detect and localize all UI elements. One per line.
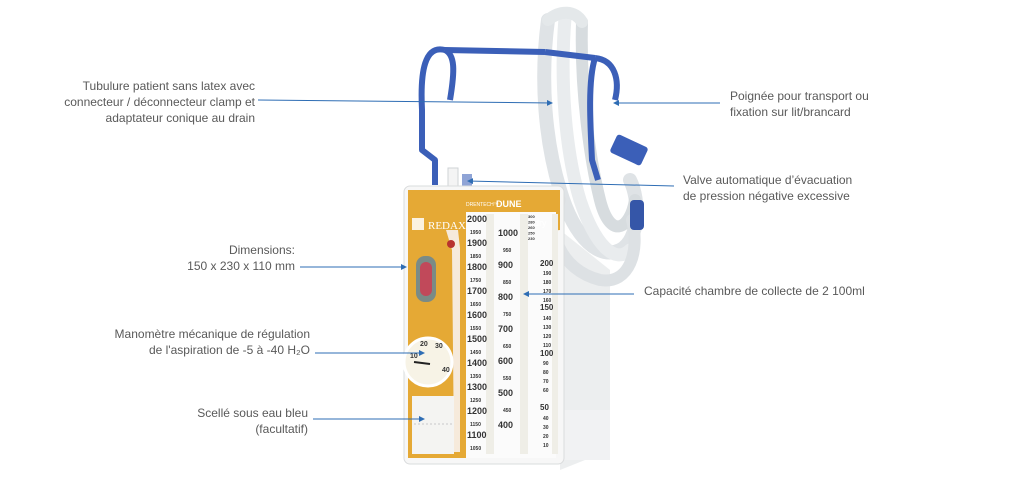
scale-label-right-minor: 60 xyxy=(543,388,549,394)
dial-label: 20 xyxy=(420,341,428,348)
scale-label-right-minor: 160 xyxy=(543,298,552,304)
dry-label: dry xyxy=(534,218,547,228)
scale-label-left-major: 1700 xyxy=(467,286,487,296)
dial-label: 10 xyxy=(410,353,418,360)
scale-window xyxy=(466,212,556,458)
water-seal-window xyxy=(412,396,454,454)
scale-label-left-minor: 1850 xyxy=(470,254,481,260)
scale-label-right-top: 300 xyxy=(528,214,535,219)
callout-line-tubing xyxy=(257,99,553,106)
scale-label-right-major: 100 xyxy=(540,349,554,358)
scale-label-right-minor: 110 xyxy=(543,343,551,349)
scale-label-mid-major: 800 xyxy=(498,292,513,302)
scale-label-mid-major: 1000 xyxy=(498,228,518,238)
brand-name: REDAX xyxy=(428,220,466,232)
scale-label-right-minor: 40 xyxy=(543,416,549,422)
scale-label-right-top: 230 xyxy=(528,236,535,241)
scale-label-right-major: 150 xyxy=(540,303,554,312)
scale-label-right-minor: 190 xyxy=(543,271,552,277)
scale-label-right-minor: 80 xyxy=(543,370,549,376)
valve-body xyxy=(447,167,459,187)
scale-label-mid-minor: 950 xyxy=(503,248,512,254)
scale-label-left-major: 1400 xyxy=(467,358,487,368)
callout-manometer: Manomètre mécanique de régulation de l'a… xyxy=(114,327,310,357)
tube-clamp xyxy=(610,134,648,166)
callout-handle: Poignée pour transport ou fixation sur l… xyxy=(730,89,869,119)
scale-label-left-minor: 1150 xyxy=(470,422,481,428)
hook-slot xyxy=(446,230,460,452)
device-front-panel xyxy=(408,190,560,458)
dial-label: 30 xyxy=(435,343,443,350)
scale-label-left-minor: 1550 xyxy=(470,326,481,332)
scale-label-left-minor: 1250 xyxy=(470,398,481,404)
scale-label-mid-major: 400 xyxy=(498,420,513,430)
scale-label-left-major: 2000 xyxy=(467,214,487,224)
scale-label-left-major: 1600 xyxy=(467,310,487,320)
scale-label-right-major: 50 xyxy=(540,403,549,412)
product-prefix: DRENTECH™ xyxy=(466,202,499,208)
scale-label-mid-minor: 650 xyxy=(503,344,512,350)
valve-cap xyxy=(462,174,472,186)
scale-label-right-top: 260 xyxy=(528,225,535,230)
scale-label-left-minor: 1450 xyxy=(470,350,481,356)
callout-dimensions: Dimensions: 150 x 230 x 110 mm xyxy=(187,243,295,273)
scale-label-right-major: 200 xyxy=(540,259,554,268)
scale-label-right-minor: 130 xyxy=(543,325,552,331)
scale-label-left-major: 1200 xyxy=(467,406,487,416)
scale-label-right-top: 250 xyxy=(528,231,535,236)
brand-logo-mark xyxy=(412,218,424,230)
product-name: DUNE xyxy=(496,199,522,209)
scale-label-mid-major: 700 xyxy=(498,324,513,334)
scale-label-left-minor: 1650 xyxy=(470,302,481,308)
scale-label-mid-minor: 550 xyxy=(503,376,512,382)
scale-label-left-minor: 1950 xyxy=(470,230,481,236)
scale-label-mid-minor: 750 xyxy=(503,312,512,318)
scale-label-right-minor: 30 xyxy=(543,425,549,431)
scale-label-left-major: 1900 xyxy=(467,238,487,248)
scale-label-left-minor: 1050 xyxy=(470,446,481,452)
callout-water-seal: Scellé sous eau bleu (facultatif) xyxy=(197,406,308,436)
scale-label-left-minor: 1350 xyxy=(470,374,481,380)
scale-label-left-minor: 1750 xyxy=(470,278,481,284)
scale-label-right-minor: 140 xyxy=(543,316,552,322)
scale-label-left-major: 1300 xyxy=(467,382,487,392)
scale-label-mid-major: 600 xyxy=(498,356,513,366)
transport-handle xyxy=(418,46,620,185)
callout-line-valve xyxy=(467,178,675,187)
scale-label-right-minor: 70 xyxy=(543,379,549,385)
scale-label-right-minor: 10 xyxy=(543,443,549,449)
scale-label-left-major: 1100 xyxy=(467,430,487,440)
scale-label-right-minor: 90 xyxy=(543,361,549,367)
callout-tubing: Tubulure patient sans latex avec connect… xyxy=(64,79,255,125)
scale-label-mid-minor: 850 xyxy=(503,280,512,286)
scale-label-left-major: 1800 xyxy=(467,262,487,272)
scale-label-right-minor: 180 xyxy=(543,280,552,286)
scale-label-mid-major: 900 xyxy=(498,260,513,270)
scale-label-right-minor: 20 xyxy=(543,434,549,440)
suction-dial xyxy=(402,336,454,388)
graduation-scales: 2000 1900 1800 1700 1600 1500 1400 1300 1200 1100… xyxy=(467,214,554,452)
scale-label-right-minor: 170 xyxy=(543,289,552,295)
scale-label-mid-major: 500 xyxy=(498,388,513,398)
scale-label-mid-minor: 450 xyxy=(503,408,512,414)
tube-connector xyxy=(630,200,644,230)
scale-label-right-minor: 120 xyxy=(543,334,552,340)
scale-label-right-top: 280 xyxy=(528,220,535,225)
callout-capacity: Capacité chambre de collecte de 2 100ml xyxy=(644,284,865,298)
dial-label: 40 xyxy=(442,367,450,374)
scale-label-left-major: 1500 xyxy=(467,334,487,344)
callout-valve: Valve automatique d’évacuation de pressi… xyxy=(683,173,853,203)
